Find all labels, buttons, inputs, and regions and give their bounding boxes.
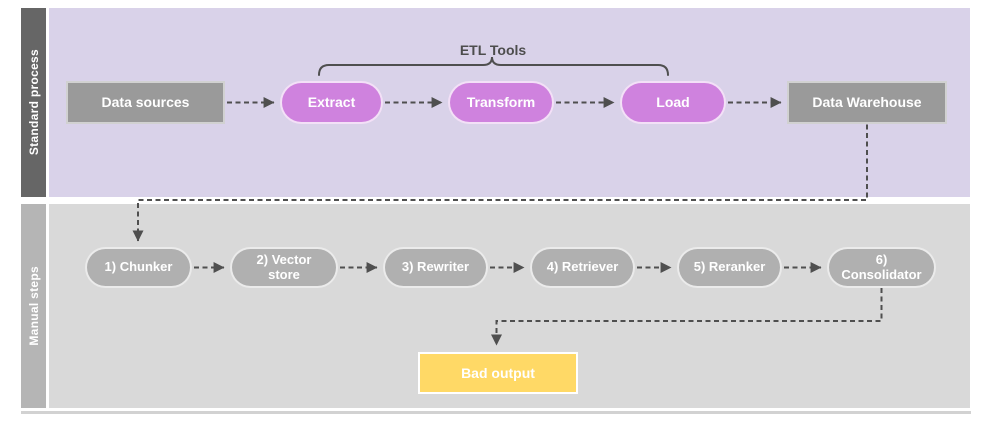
node-extract: Extract bbox=[280, 81, 383, 124]
node-vector-store: 2) Vector store bbox=[230, 247, 338, 288]
node-data-sources: Data sources bbox=[66, 81, 225, 124]
node-consolidator: 6) Consolidator bbox=[827, 247, 936, 288]
lane-manual-steps-bar: Manual steps bbox=[21, 204, 46, 408]
node-bad-output: Bad output bbox=[418, 352, 578, 394]
node-retriever: 4) Retriever bbox=[530, 247, 635, 288]
node-chunker: 1) Chunker bbox=[85, 247, 192, 288]
bottom-divider bbox=[21, 411, 971, 414]
node-transform: Transform bbox=[448, 81, 554, 124]
etl-tools-label: ETL Tools bbox=[459, 42, 527, 58]
node-load: Load bbox=[620, 81, 726, 124]
lane-standard-process-bar: Standard process bbox=[21, 8, 46, 197]
node-reranker: 5) Reranker bbox=[677, 247, 782, 288]
lane-manual-steps-label: Manual steps bbox=[26, 266, 41, 346]
lane-standard-process-label: Standard process bbox=[26, 49, 41, 156]
node-rewriter: 3) Rewriter bbox=[383, 247, 488, 288]
node-data-warehouse: Data Warehouse bbox=[787, 81, 947, 124]
